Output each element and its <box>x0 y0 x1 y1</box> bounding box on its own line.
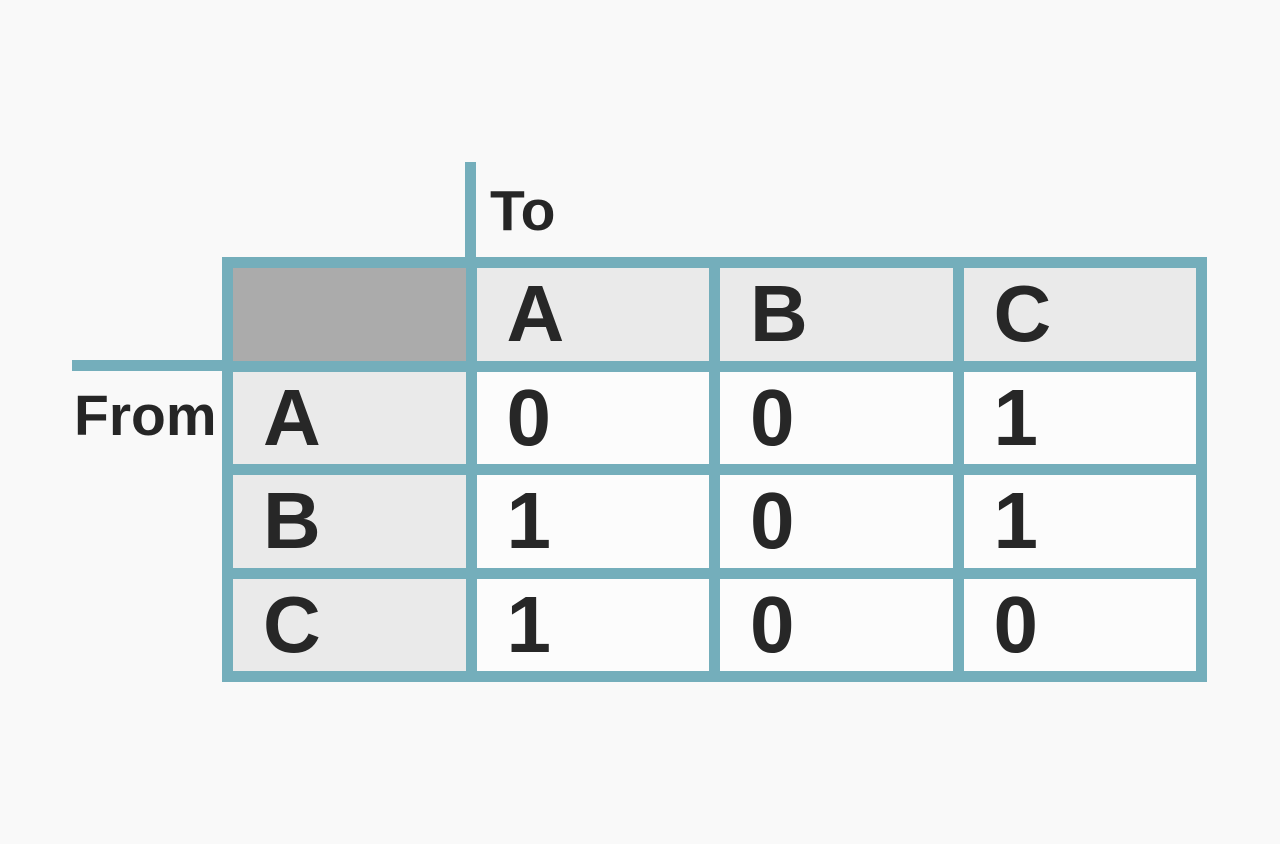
col-header-A: A <box>476 268 709 361</box>
corner-cell <box>233 268 466 361</box>
row-header-A: A <box>233 371 466 464</box>
cell-from-C-to-A: 1 <box>476 578 709 671</box>
cell-from-B-to-B: 0 <box>720 475 953 568</box>
cell-from-C-to-C: 0 <box>963 578 1196 671</box>
cell-from-A-to-A: 0 <box>476 371 709 464</box>
cell-from-C-to-B: 0 <box>720 578 953 671</box>
cell-from-B-to-A: 1 <box>476 475 709 568</box>
from-axis-label: From <box>74 384 217 448</box>
cell-from-A-to-C: 1 <box>963 371 1196 464</box>
col-header-C: C <box>963 268 1196 361</box>
to-axis-label: To <box>490 179 556 243</box>
to-axis-line <box>465 162 476 257</box>
from-axis-line <box>72 360 222 371</box>
adjacency-matrix-table: A B C A 0 0 1 B 1 0 1 C 1 0 0 <box>222 257 1207 682</box>
cell-from-B-to-C: 1 <box>963 475 1196 568</box>
row-header-C: C <box>233 578 466 671</box>
row-header-B: B <box>233 475 466 568</box>
col-header-B: B <box>720 268 953 361</box>
cell-from-A-to-B: 0 <box>720 371 953 464</box>
